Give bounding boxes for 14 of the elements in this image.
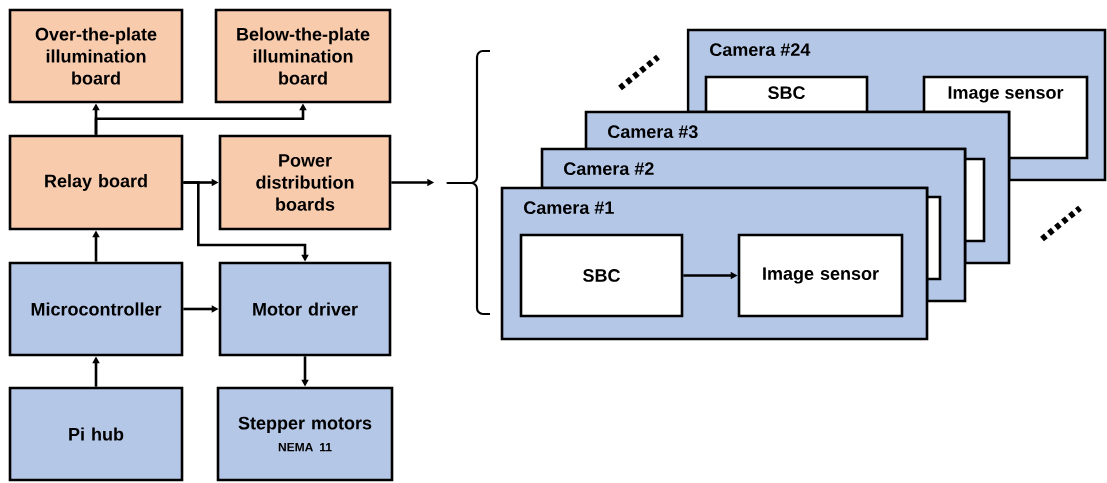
board-box: Relay board xyxy=(8,134,184,231)
component-box: Image sensor xyxy=(922,75,1089,160)
board-box: Over-the-plate illumination board xyxy=(8,8,184,104)
component-box: Image sensor xyxy=(737,233,904,318)
component-box: SBC xyxy=(519,233,684,318)
node-label: Camera #24 xyxy=(710,43,811,57)
component-box: SBC xyxy=(704,75,869,114)
module-box: Stepper motors NEMA 11 xyxy=(216,386,394,482)
module-box: Motor driver xyxy=(218,261,392,357)
board-box: Power distribution boards xyxy=(218,134,392,231)
module-box: Pi hub xyxy=(8,386,184,482)
module-box: Microcontroller xyxy=(8,261,184,357)
board-box: Below-the-plate illumination board xyxy=(214,8,392,104)
component-box xyxy=(963,157,986,243)
